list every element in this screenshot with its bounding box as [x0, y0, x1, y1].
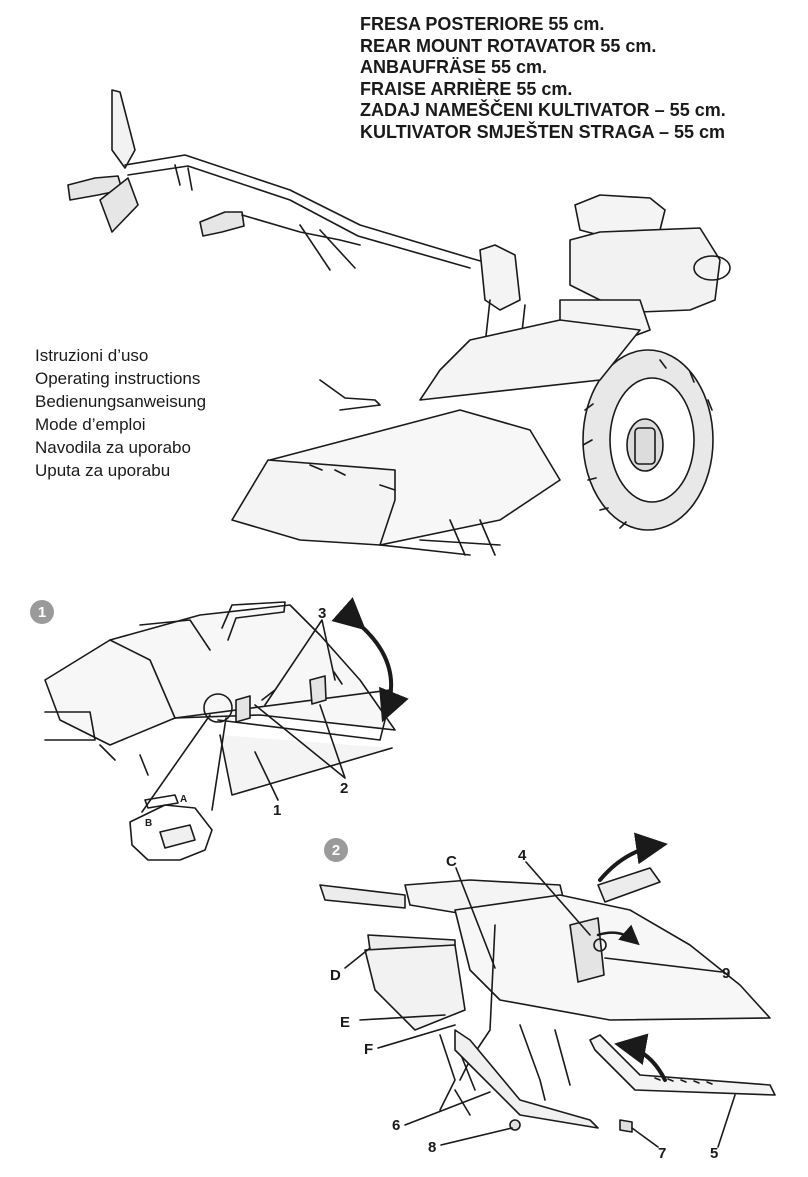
instruction-languages: Istruzioni d’uso Operating instructions …	[35, 344, 206, 482]
callout-2-4: 4	[518, 847, 527, 864]
step-badge-1	[30, 600, 54, 624]
callout-2-7: 7	[658, 1145, 666, 1162]
lang-en: Operating instructions	[35, 369, 201, 388]
title-sl: ZADAJ NAMEŠČENI KULTIVATOR – 55 cm.	[360, 100, 726, 120]
step-number-2: 2	[332, 842, 340, 859]
callout-1-1: 1	[273, 802, 281, 819]
lang-sl: Navodila za uporabo	[35, 438, 191, 457]
title-de: ANBAUFRÄSE 55 cm.	[360, 57, 548, 77]
product-titles: FRESA POSTERIORE 55 cm. REAR MOUNT ROTAV…	[360, 14, 726, 143]
lang-de: Bedienungsanweisung	[35, 392, 207, 411]
step-badge-2	[324, 838, 348, 862]
detail-label-a: A	[180, 794, 187, 805]
detail-label-b: B	[145, 818, 152, 829]
figure-1: 1 3 2	[30, 597, 409, 861]
callout-2-6: 6	[392, 1117, 400, 1134]
title-hr: KULTIVATOR SMJEŠTEN STRAGA – 55 cm	[360, 121, 726, 142]
callout-2-c: C	[446, 853, 457, 870]
step-number-1: 1	[38, 604, 46, 621]
lang-fr: Mode d’emploi	[35, 415, 146, 434]
callout-2-f: F	[364, 1041, 373, 1058]
lang-it: Istruzioni d’uso	[35, 346, 149, 365]
figure-2: 2	[319, 832, 776, 1162]
lang-hr: Uputa za uporabu	[35, 461, 171, 480]
title-fr: FRAISE ARRIÈRE 55 cm.	[360, 78, 573, 99]
title-en: REAR MOUNT ROTAVATOR 55 cm.	[360, 35, 657, 56]
callout-2-e: E	[340, 1014, 350, 1031]
callout-1-2: 2	[340, 780, 348, 797]
callout-1-3: 3	[318, 605, 326, 622]
tiller-illustration	[67, 89, 731, 556]
title-it: FRESA POSTERIORE 55 cm.	[360, 14, 605, 34]
callout-2-5: 5	[710, 1145, 718, 1162]
callout-2-9: 9	[722, 965, 730, 982]
callout-2-d: D	[330, 967, 341, 984]
callout-2-8: 8	[428, 1139, 436, 1156]
